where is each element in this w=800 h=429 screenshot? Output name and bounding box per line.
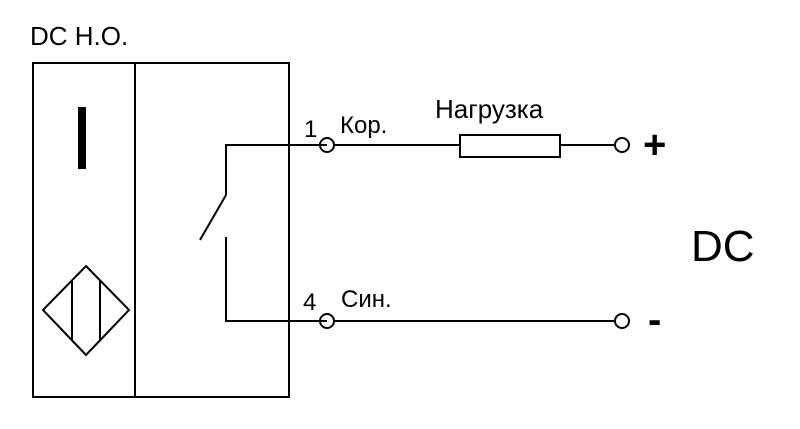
terminal-4-number: 4 [303,289,316,316]
load-resistor [459,134,561,158]
terminal-1: 1 Кор. [304,112,387,153]
minus-sign: - [648,298,661,342]
load-circuit: Нагрузка [334,94,615,158]
negative-supply-terminal [614,313,630,329]
terminal-1-number: 1 [304,116,317,143]
plus-sign: + [643,123,666,167]
normally-open-switch [199,144,327,322]
supply-label: DC [691,222,755,271]
sensor-body [32,62,290,398]
terminal-1-label: Кор. [340,112,387,139]
positive-supply-terminal [614,137,630,153]
sensor-i-symbol [78,107,86,169]
inductive-sensor-symbol [41,264,131,357]
diagram-title: DC Н.О. [30,21,128,51]
load-label: Нагрузка [435,94,544,124]
terminal-4-label: Син. [341,286,392,313]
